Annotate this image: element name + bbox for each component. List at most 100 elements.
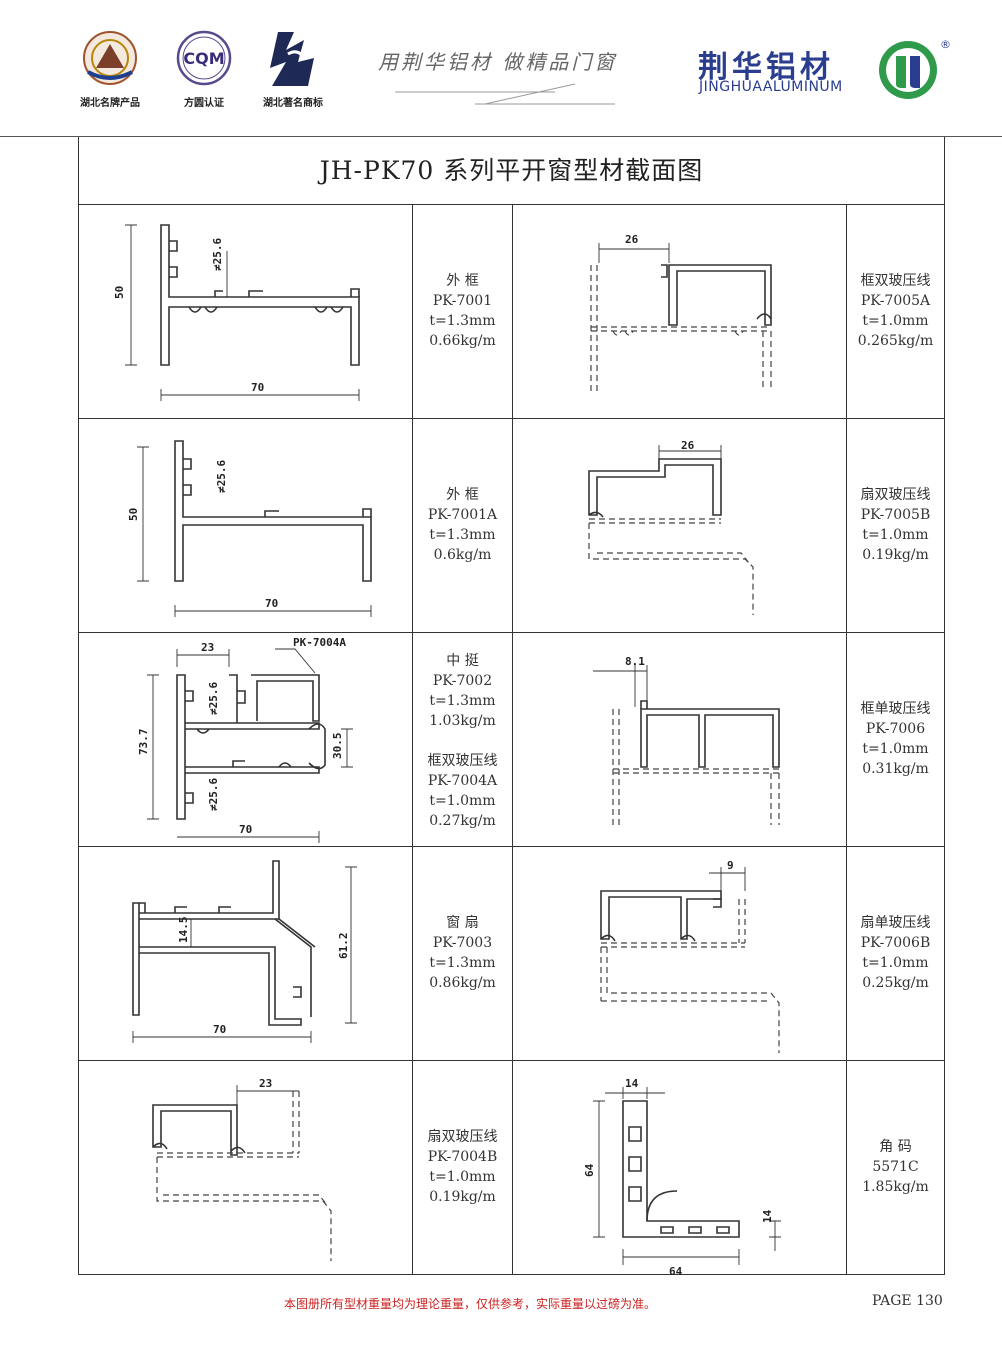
spec-block: 外 框 PK-7001 t=1.3mm 0.66kg/m [413,271,512,351]
drawing-cell: 14.5 61.2 70 [79,847,413,1060]
dim-width: 70 [213,1023,226,1036]
profile-name: 外 框 [446,487,479,503]
footer-disclaimer: 本图册所有型材重量均为理论重量，仅供参考，实际重量以过磅为准。 [283,1297,656,1311]
profile-drawing-pk7003: 14.5 61.2 70 [132,860,357,1043]
dim-groove: ≠25.6 [215,460,228,493]
drawing-cell: 50 70 ≠25.6 [79,205,413,418]
drawing-cell: 26 [513,205,847,418]
profile-code: PK-7006 [865,721,926,737]
spec-cell: 中 挺 PK-7002 t=1.3mm 1.03kg/m 框双玻压线 PK-70… [413,633,513,846]
profile-weight: 0.66kg/m [429,333,496,349]
spec-block: 扇双玻压线 PK-7004B t=1.0mm 0.19kg/m [413,1127,512,1207]
profile-code: PK-7001 [432,293,493,309]
dim-height: 50 [127,508,140,521]
profile-drawing-5571c: 14 64 64 14 [583,1077,781,1275]
drawing-cell: 26 [513,419,847,632]
profile-drawing-pk7002: 23 PK-7004A 73.7 ≠25.6 ≠25.6 30.5 70 [137,636,353,843]
profile-drawing-pk7005b: 26 [588,439,754,615]
spec-block: 框单玻压线 PK-7006 t=1.0mm 0.31kg/m [847,699,944,779]
profile-weight-2: 0.27kg/m [429,813,496,829]
profile-drawing-pk7001a: 50 70 ≠25.6 [127,440,372,617]
dim-top: 26 [681,439,695,452]
badge-caption: 湖北著名商标 [263,98,323,109]
profile-drawing-pk7006: 8.1 [593,655,780,825]
profile-code: PK-7005B [860,507,931,523]
slogan-swoosh [395,83,615,105]
dim-groove-top: ≠25.6 [207,682,220,715]
spec-spacer [413,731,512,751]
profile-row: 14.5 61.2 70 窗 扇 PK-7003 t=1.3mm 0.86kg/… [79,847,944,1061]
dim-groove-bottom: ≠25.6 [207,778,220,811]
spec-block: 外 框 PK-7001A t=1.3mm 0.6kg/m [413,485,512,565]
dim-top: 9 [727,859,734,872]
profile-row: 50 70 ≠25.6 外 框 PK-7001A t=1.3mm 0.6kg/m [79,419,944,633]
dim-width: 70 [251,381,264,394]
drawing-cell: 50 70 ≠25.6 [79,419,413,632]
profile-name: 框双玻压线 [860,273,931,289]
profile-weight: 0.19kg/m [429,1189,496,1205]
page-title: JH-PK70 系列平开窗型材截面图 [79,137,944,205]
profile-thickness: t=1.0mm [862,741,929,757]
famous-trademark-icon [270,32,314,86]
profile-weight: 0.86kg/m [429,975,496,991]
profile-thickness-2: t=1.0mm [429,793,496,809]
catalog-sheet: JH-PK70 系列平开窗型材截面图 50 70 ≠25. [78,137,945,1275]
profile-code: PK-7004B [427,1149,498,1165]
spec-block: 窗 扇 PK-7003 t=1.3mm 0.86kg/m [413,913,512,993]
profile-name-2: 框双玻压线 [427,753,498,769]
profile-thickness: t=1.3mm [429,693,496,709]
spec-cell: 框双玻压线 PK-7005A t=1.0mm 0.265kg/m [847,205,944,418]
profile-thickness: t=1.0mm [429,1169,496,1185]
profile-row: 23 PK-7004A 73.7 ≠25.6 ≠25.6 30.5 70 中 挺… [79,633,944,847]
brand-name-en: JINGHUAALUMINUM [699,79,843,95]
spec-block: 扇单玻压线 PK-7006B t=1.0mm 0.25kg/m [847,913,944,993]
spec-cell: 窗 扇 PK-7003 t=1.3mm 0.86kg/m [413,847,513,1060]
spec-block: 角 码 5571C 1.85kg/m [847,1137,944,1197]
hubei-brand-seal-icon [83,31,137,85]
profile-thickness: t=1.3mm [429,527,496,543]
badge-caption: 方圆认证 [184,98,224,109]
profile-drawing-pk7006b: 9 [600,859,780,1053]
profile-weight: 1.03kg/m [429,713,496,729]
profile-code: PK-7002 [432,673,493,689]
profile-row: 23 扇双玻压线 PK-7004B t=1.0mm 0.19kg/m [79,1061,944,1275]
dim-height: 50 [113,286,126,299]
spec-block: 中 挺 PK-7002 t=1.3mm 1.03kg/m 框双玻压线 PK-70… [413,651,512,831]
dim-width: 70 [265,597,278,610]
dim-mid: 30.5 [331,733,344,760]
profile-name: 扇单玻压线 [860,915,931,931]
profile-code: PK-7001A [427,507,498,523]
profile-code: PK-7006B [860,935,931,951]
profile-name: 扇双玻压线 [860,487,931,503]
spec-cell: 框单玻压线 PK-7006 t=1.0mm 0.31kg/m [847,633,944,846]
dim-width: 64 [669,1265,683,1275]
profile-row: 50 70 ≠25.6 外 框 PK-7001 t=1.3mm 0.66kg/m [79,205,944,419]
profile-code: 5571C [872,1159,919,1175]
dim-side: 14 [761,1209,774,1223]
spec-cell: 扇双玻压线 PK-7005B t=1.0mm 0.19kg/m [847,419,944,632]
page-number: PAGE 130 [872,1293,943,1309]
profile-drawing-pk7005a: 26 [590,233,772,391]
drawing-cell: 8.1 [513,633,847,846]
spec-block: 框双玻压线 PK-7005A t=1.0mm 0.265kg/m [847,271,944,351]
dim-groove: ≠25.6 [211,238,224,271]
drawing-cell: 9 [513,847,847,1060]
dim-width: 70 [239,823,252,836]
profile-thickness: t=1.3mm [429,313,496,329]
spec-cell: 角 码 5571C 1.85kg/m [847,1061,944,1274]
profile-weight: 0.19kg/m [862,547,929,563]
dim-height: 61.2 [337,933,350,960]
drawing-cell: 14 64 64 14 [513,1061,847,1275]
profile-thickness: t=1.0mm [862,955,929,971]
dim-height: 64 [583,1163,596,1177]
profile-weight: 0.265kg/m [857,333,934,349]
profile-thickness: t=1.0mm [862,527,929,543]
badge-cqm: CQM 方圆认证 [172,28,236,109]
spec-cell: 扇单玻压线 PK-7006B t=1.0mm 0.25kg/m [847,847,944,1060]
profile-thickness: t=1.0mm [862,313,929,329]
profile-name: 窗 扇 [446,915,479,931]
profile-name: 角 码 [879,1139,912,1155]
dim-top: 8.1 [625,655,645,668]
profile-weight: 1.85kg/m [862,1179,929,1195]
badge-caption: 湖北名牌产品 [80,98,140,109]
